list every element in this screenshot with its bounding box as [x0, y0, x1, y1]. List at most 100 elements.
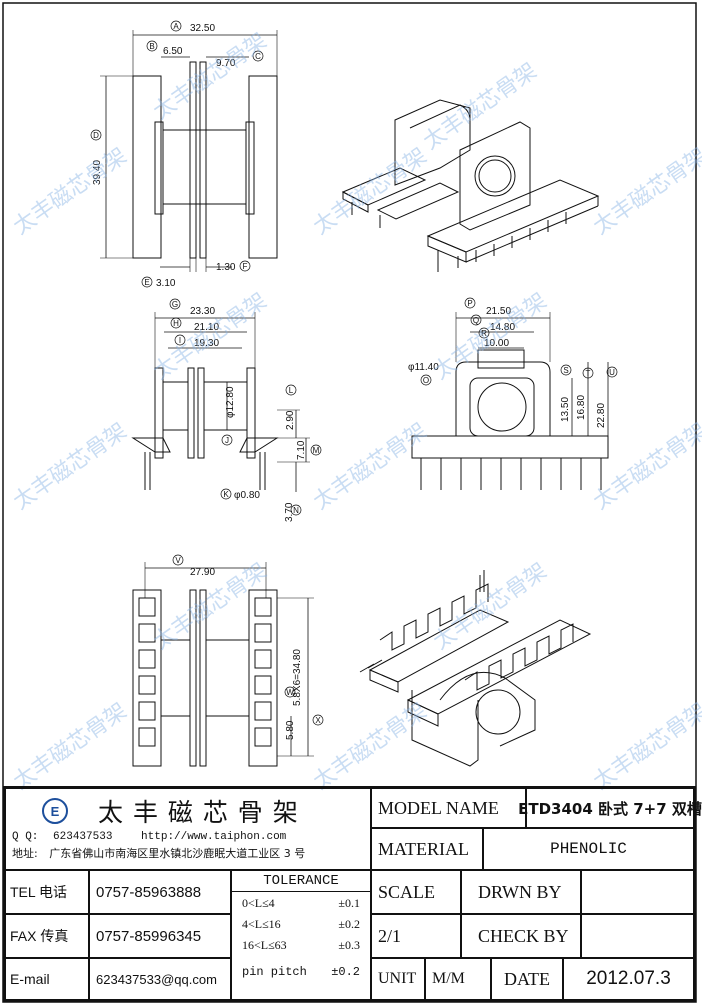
watermark-text: 太丰磁芯骨架: [589, 699, 702, 795]
tolerance-range: pin pitch: [242, 965, 307, 979]
company-header: E 太 丰 磁 芯 骨 架 Q Q: 623437533 http://www.…: [5, 788, 371, 870]
watermark-text: 太丰磁芯骨架: [9, 419, 131, 515]
dim-value-l: 2.90: [285, 410, 296, 430]
dim-label-l: L: [289, 386, 294, 395]
dim-label-p: P: [467, 299, 472, 308]
dim-value-p: 21.50: [486, 306, 511, 317]
dim-value-k: φ0.80: [234, 490, 260, 501]
dim-label-i: I: [179, 336, 181, 345]
check-by-label: CHECK BY: [461, 914, 581, 958]
title-block: E 太 丰 磁 芯 骨 架 Q Q: 623437533 http://www.…: [3, 786, 702, 1002]
tel-label: TEL 电话: [5, 870, 89, 914]
watermark-text: 太丰磁芯骨架: [9, 699, 131, 795]
top-view: [100, 30, 278, 272]
side-view: [411, 312, 609, 490]
tolerance-value: ±0.2: [338, 917, 360, 931]
company-address-line: 地址: 广东省佛山市南海区里水镇北沙鹿眠大道工业区 3 号: [12, 845, 305, 861]
email-value[interactable]: 623437533@qq.com: [89, 958, 231, 1000]
watermark-text: 太丰磁芯骨架: [149, 289, 271, 385]
dim-label-k: K: [223, 490, 229, 499]
dim-label-t: T: [586, 369, 591, 378]
dim-value-s: 13.50: [560, 397, 571, 422]
dim-label-q: Q: [473, 316, 479, 325]
tolerance-row: 0<L≤4 ±0.1: [232, 892, 370, 911]
isometric-view-upper: [341, 99, 600, 272]
watermark-text: 太丰磁芯骨架: [309, 419, 431, 515]
unit-value: M/M: [425, 958, 491, 1000]
date-value: 2012.07.3: [563, 958, 694, 1000]
bottom-view-dimensions: V 27.90 5.80 W 5.8X6=34.80 X: [172, 554, 324, 740]
tolerance-value: ±0.2: [331, 965, 360, 979]
dim-label-w: W: [286, 688, 294, 697]
date-label: DATE: [491, 958, 563, 1000]
dim-value-v: 27.90: [190, 567, 215, 578]
fax-value: 0757-85996345: [89, 914, 231, 958]
dim-label-s: S: [563, 366, 568, 375]
dim-value-i: 19.30: [194, 338, 219, 349]
tolerance-row: 4<L≤16 ±0.2: [232, 911, 370, 932]
dim-value-w: 5.80: [285, 720, 296, 740]
dim-label-m: M: [313, 446, 320, 455]
website-link[interactable]: http://www.taiphon.com: [141, 831, 287, 843]
company-logo-icon: E: [42, 798, 68, 824]
email-label: E-mail: [5, 958, 89, 1000]
watermark-text: 太丰磁芯骨架: [149, 29, 271, 125]
tolerance-value: ±0.1: [338, 896, 360, 910]
scale-label: SCALE: [371, 870, 461, 914]
isometric-view-lower: [359, 570, 592, 767]
dim-label-j: J: [225, 436, 229, 445]
material-value: PHENOLIC: [483, 828, 694, 870]
dim-value-r: 10.00: [484, 338, 509, 349]
dim-value-g: 23.30: [190, 306, 215, 317]
material-label: MATERIAL: [371, 828, 483, 870]
company-brand: E 太 丰 磁 芯 骨 架: [12, 793, 299, 829]
check-by-value: [581, 914, 694, 958]
bottom-view: [132, 562, 314, 767]
dim-label-d: D: [93, 131, 99, 140]
watermark-text: 太丰磁芯骨架: [429, 289, 551, 385]
scale-value: 2/1: [371, 914, 461, 958]
fax-label: FAX 传真: [5, 914, 89, 958]
dim-value-o: φ11.40: [408, 362, 439, 373]
watermark-text: 太丰磁芯骨架: [429, 559, 551, 655]
watermark-text: 太丰磁芯骨架: [309, 699, 431, 795]
drawn-by-value: [581, 870, 694, 914]
dim-label-x: X: [315, 716, 321, 725]
dim-label-g: G: [172, 300, 178, 309]
dim-label-h: H: [173, 319, 179, 328]
tolerance-row: 16<L≤63 ±0.3: [232, 932, 370, 953]
dim-label-e: E: [144, 278, 149, 287]
qq-number: 623437533: [53, 831, 113, 843]
tolerance-value: ±0.3: [338, 938, 360, 952]
dim-value-c: 9.70: [216, 58, 236, 69]
model-name-label: MODEL NAME: [371, 788, 526, 828]
dim-label-v: V: [175, 556, 181, 565]
address-text: 广东省佛山市南海区里水镇北沙鹿眠大道工业区 3 号: [49, 847, 306, 860]
dim-value-h: 21.10: [194, 322, 219, 333]
watermark-text: 太丰磁芯骨架: [589, 144, 702, 240]
side-view-dimensions: P 21.50 Q 14.80 R 10.00 φ11.40 O S 13.50…: [408, 297, 618, 428]
dim-value-d: 39.40: [92, 160, 103, 185]
dim-value-n: 3.70: [284, 502, 295, 522]
drawn-by-label: DRWN BY: [461, 870, 581, 914]
dim-value-m: 7.10: [296, 440, 307, 460]
dim-value-b: 6.50: [163, 46, 183, 57]
tolerance-row: pin pitch ±0.2: [232, 953, 370, 979]
dim-label-o: O: [423, 376, 429, 385]
dim-value-u: 22.80: [596, 403, 607, 428]
dim-label-u: U: [609, 368, 615, 377]
tolerance-range: 16<L≤63: [242, 938, 287, 952]
unit-label: UNIT: [371, 958, 425, 1000]
watermark-text: 太丰磁芯骨架: [309, 144, 431, 240]
dim-value-j: φ12.80: [225, 386, 236, 418]
watermark-text: 太丰磁芯骨架: [589, 419, 702, 515]
tolerance-range: 4<L≤16: [242, 917, 281, 931]
dim-value-a: 32.50: [190, 23, 215, 34]
dim-label-c: C: [255, 52, 261, 61]
tolerance-table: TOLERANCE 0<L≤4 ±0.1 4<L≤16 ±0.2 16<L≤63…: [231, 870, 371, 1000]
dim-value-t: 16.80: [576, 395, 587, 420]
tolerance-range: 0<L≤4: [242, 896, 275, 910]
address-label: 地址:: [12, 847, 38, 860]
